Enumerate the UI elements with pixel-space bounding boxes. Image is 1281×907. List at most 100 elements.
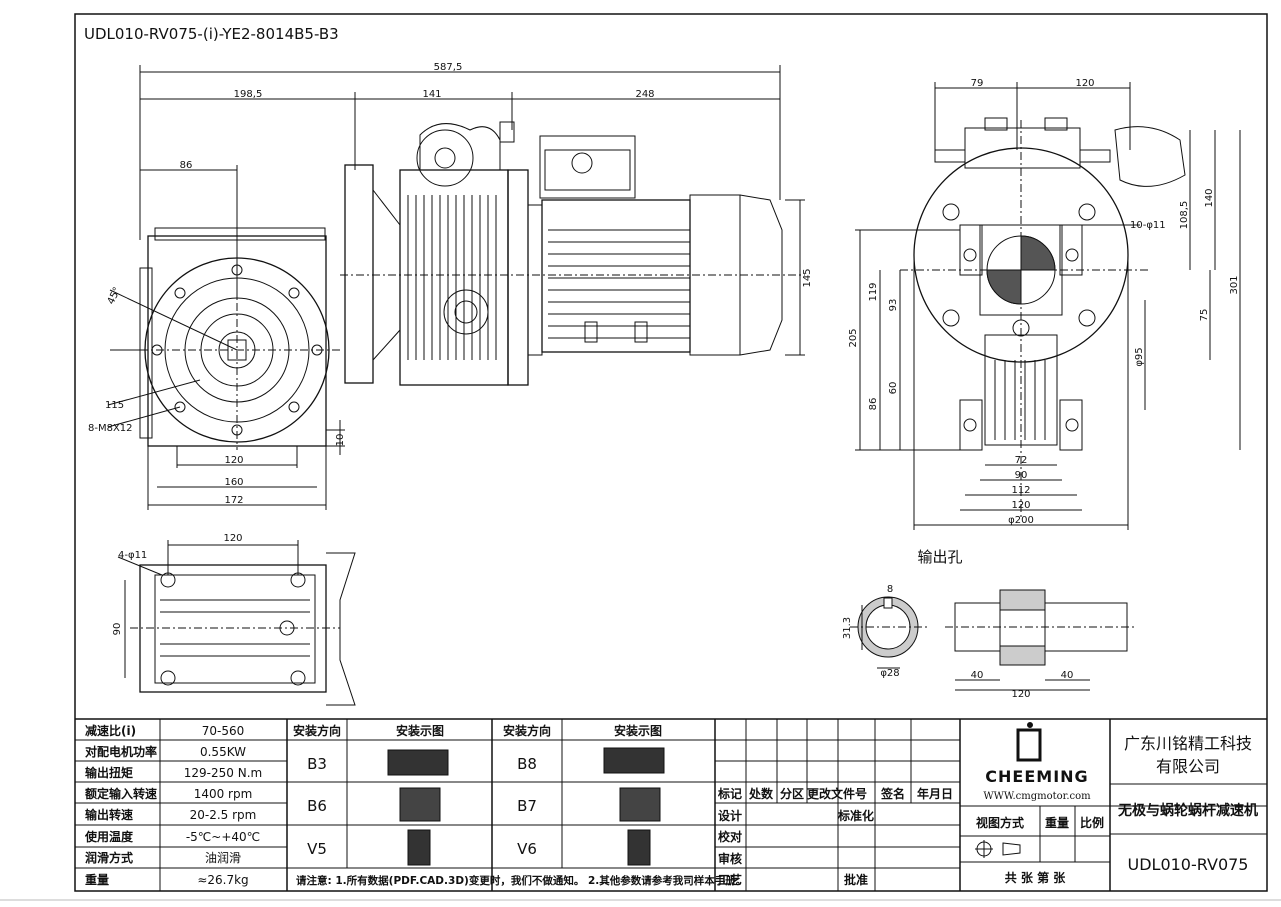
dim-120-top: 120	[1075, 78, 1094, 89]
row-check: 校对	[718, 829, 742, 844]
spec-value-ratio: 70-560	[202, 724, 245, 738]
row-approve: 批准	[844, 872, 868, 887]
mount-header-dir-left: 安装方向	[293, 723, 341, 738]
sheet-frame	[74, 13, 1268, 892]
dim-w160: 160	[224, 477, 243, 488]
dim-119: 119	[868, 282, 879, 301]
dim-198: 198,5	[234, 89, 263, 100]
spec-label-temp: 使用温度	[84, 829, 134, 844]
spec-value-input-speed: 1400 rpm	[194, 787, 253, 801]
front-view-labels: 587,5 198,5 141 248 86 145 115 8-M8X12 4…	[88, 62, 813, 506]
spec-label-ratio: 减速比(i)	[85, 723, 136, 738]
spec-value-temp: -5℃~+40℃	[186, 830, 260, 844]
dim-140: 140	[1204, 188, 1215, 207]
mount-b8: B8	[517, 755, 537, 773]
row-process: 工艺	[718, 872, 742, 887]
mount-v6: V6	[517, 840, 537, 858]
dim-flange-dia: 115	[105, 400, 124, 411]
company-line2: 有限公司	[1156, 757, 1220, 776]
dim-108: 108,5	[1179, 201, 1190, 230]
spec-rows: 减速比(i) 70-560 对配电机功率 0.55KW 输出扭矩 129-250…	[84, 723, 262, 887]
dim-93: 93	[888, 299, 899, 312]
spec-label-output-speed: 输出转速	[85, 807, 133, 822]
bottom-view	[117, 540, 356, 706]
dim-bottom-holes: 4-φ11	[118, 550, 147, 561]
spec-label-lube: 润滑方式	[85, 850, 133, 865]
dim-79: 79	[971, 78, 984, 89]
brand-labels: CHEEMING WWW.cmgmotor.com 视图方式 重量 比例 共 张…	[976, 734, 1258, 885]
dim-205: 205	[848, 328, 859, 347]
mount-v5: V5	[307, 840, 327, 858]
dim-75: 75	[1199, 309, 1210, 322]
product-name: 无极与蜗轮蜗杆减速机	[1117, 802, 1258, 819]
spec-label-input-speed: 额定输入转速	[85, 786, 157, 801]
dim-301: 301	[1229, 275, 1240, 294]
dim-h10: 10	[335, 434, 346, 447]
approval-labels: 标记 处数 分区 更改文件号 签名 年月日 设计 标准化 校对 审核 工艺 批准	[717, 786, 953, 887]
mount-header-fig-right: 安装示图	[614, 723, 662, 738]
spec-label-weight: 重量	[85, 872, 109, 887]
dim-hole-dia: φ28	[880, 668, 899, 679]
side-view-labels: 79 120 10-φ11 108,5 140 301 75 119 93 20…	[848, 78, 1240, 526]
row-standard: 标准化	[837, 808, 874, 823]
spec-label-power: 对配电机功率	[85, 744, 157, 759]
dim-key: 8	[887, 584, 893, 595]
dim-72: 72	[1015, 455, 1028, 466]
dim-40b: 40	[1061, 670, 1074, 681]
dim-141: 141	[422, 89, 441, 100]
output-hole-view	[850, 589, 1135, 691]
dim-86-side: 86	[868, 398, 879, 411]
col-sign: 签名	[880, 786, 905, 801]
side-view	[855, 82, 1241, 530]
spec-value-power: 0.55KW	[200, 745, 246, 759]
spec-value-lube: 油润滑	[205, 851, 241, 865]
dim-86: 86	[180, 160, 193, 171]
dim-112: 112	[1011, 485, 1030, 496]
mount-labels: 安装方向 安装示图 安装方向 安装示图 B3 B6 V5 B8 B7 V6 请注…	[293, 723, 746, 887]
mount-note: 请注意: 1.所有数据(PDF.CAD.3D)变更时，我们不做通知。 2.其他参…	[296, 874, 746, 887]
spec-label-torque: 输出扭矩	[85, 765, 133, 780]
mount-b7: B7	[517, 797, 537, 815]
company-line1: 广东川铭精工科技	[1124, 734, 1252, 753]
view-mode-label: 视图方式	[976, 815, 1024, 830]
front-view	[107, 65, 805, 510]
output-hole-labels: 输出孔 8 31.3 φ28 40 40 120	[842, 548, 1073, 700]
mount-header-dir-right: 安装方向	[503, 723, 551, 738]
dim-90: 90	[1015, 470, 1028, 481]
dim-40a: 40	[971, 670, 984, 681]
row-review: 审核	[718, 851, 742, 866]
dim-95: φ95	[1134, 347, 1145, 366]
output-hole-title: 输出孔	[917, 548, 962, 566]
col-count: 处数	[748, 786, 774, 801]
brand-block	[960, 719, 1267, 891]
drawing-title: UDL010-RV075-(i)-YE2-8014B5-B3	[84, 25, 339, 43]
approval-grid	[715, 719, 961, 891]
mount-table	[287, 719, 716, 891]
spec-value-torque: 129-250 N.m	[184, 766, 262, 780]
dim-depth: 31.3	[842, 617, 853, 639]
dim-w172: 172	[224, 495, 243, 506]
dim-bottom-90: 90	[112, 623, 123, 636]
dim-angle: 45°	[106, 286, 123, 307]
dim-overall: 587,5	[434, 62, 463, 73]
dim-bottom-120: 120	[223, 533, 242, 544]
sheets-label: 共 张 第 张	[1005, 870, 1067, 885]
dim-l120: 120	[1011, 689, 1030, 700]
row-design: 设计	[718, 808, 742, 823]
dim-248: 248	[635, 89, 654, 100]
brand-name: CHEEMING	[985, 767, 1088, 786]
dim-holes: 10-φ11	[1130, 220, 1166, 231]
col-mark: 标记	[717, 786, 742, 801]
dim-145: 145	[802, 268, 813, 287]
brand-url: WWW.cmgmotor.com	[983, 791, 1091, 802]
dim-w120: 120	[224, 455, 243, 466]
spec-value-output-speed: 20-2.5 rpm	[190, 808, 257, 822]
dim-60: 60	[888, 382, 899, 395]
product-model: UDL010-RV075	[1128, 855, 1249, 874]
mount-header-fig-left: 安装示图	[396, 723, 444, 738]
bottom-view-labels: 120 4-φ11 90	[112, 533, 243, 635]
dim-bolts: 8-M8X12	[88, 423, 133, 434]
dim-120-side: 120	[1011, 500, 1030, 511]
mount-b3: B3	[307, 755, 327, 773]
